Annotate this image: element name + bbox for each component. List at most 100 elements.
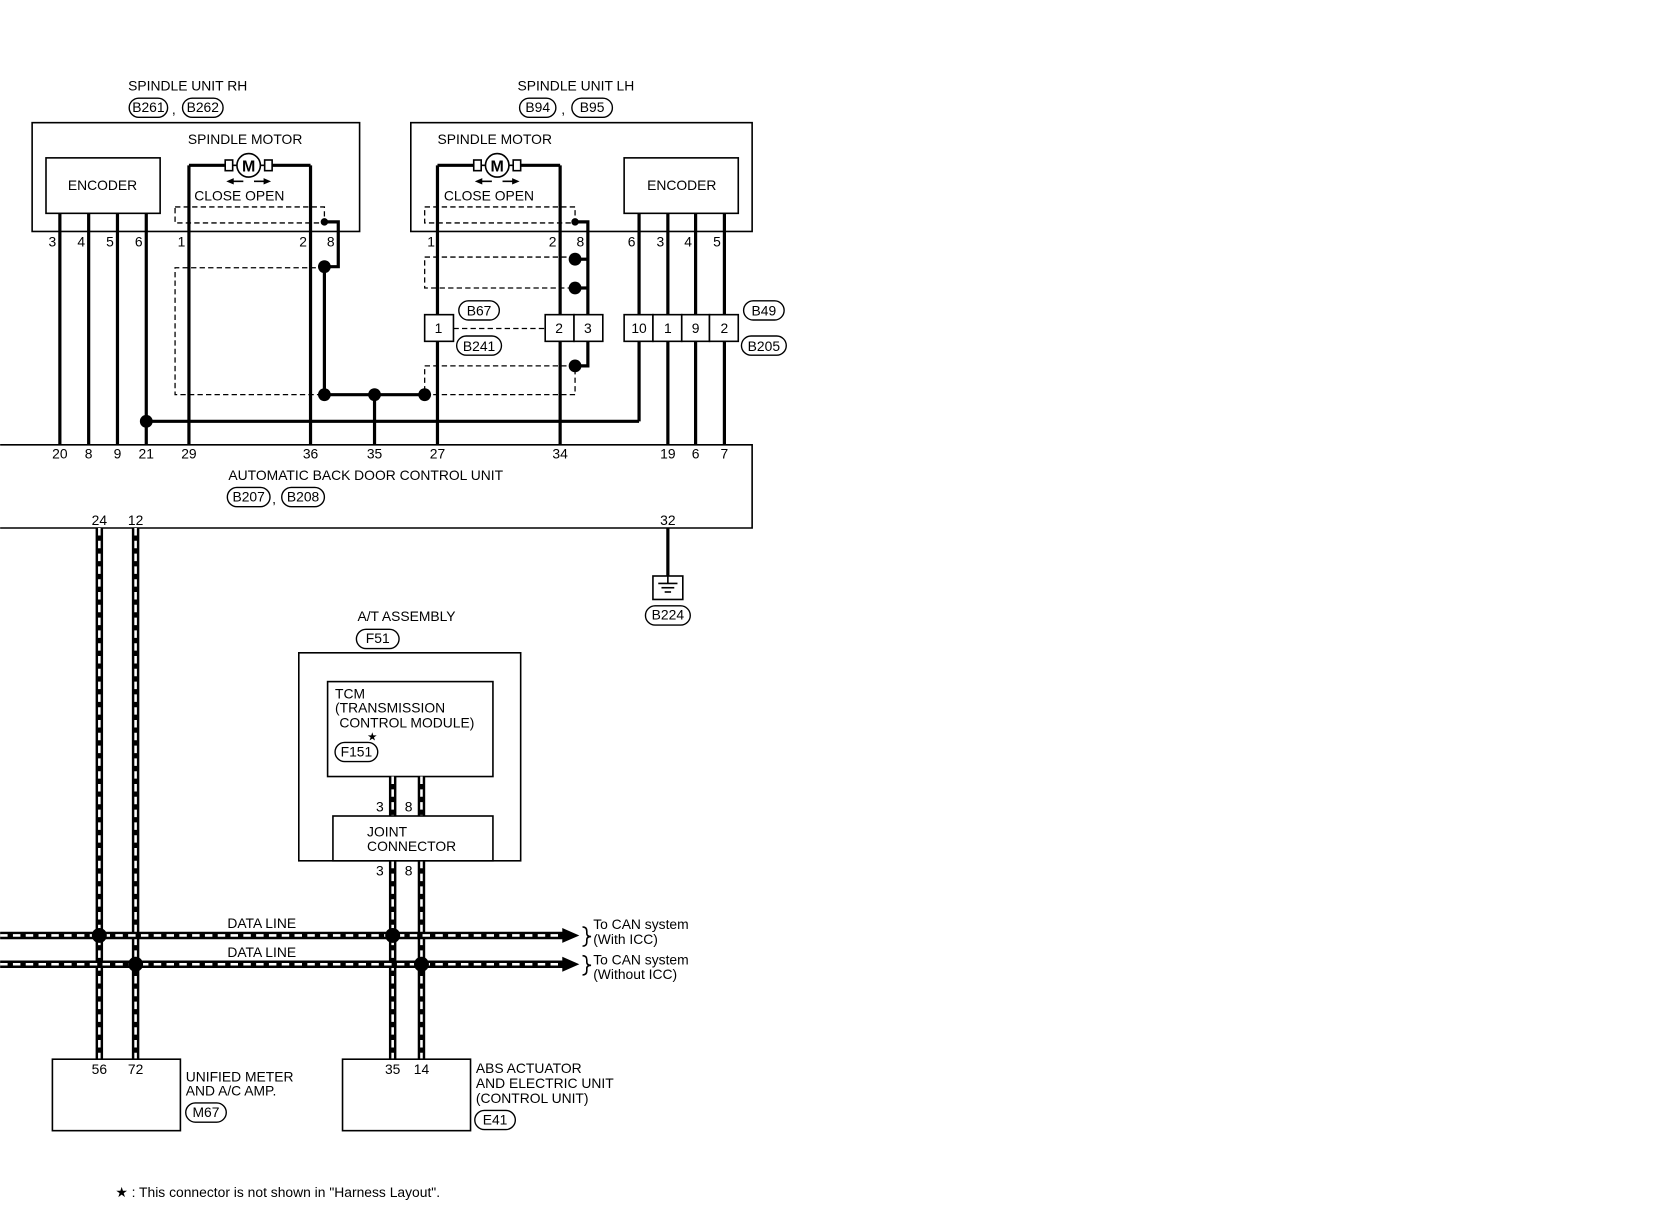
spindle-rh-wiring — [58, 165, 640, 445]
shield-outline — [424, 206, 576, 224]
arrow-right-icon — [512, 178, 520, 185]
pin-label: 6 — [135, 233, 143, 249]
wire — [575, 220, 590, 315]
connector-oval — [128, 97, 169, 119]
pin-label: 6 — [692, 446, 700, 462]
can-destination-label: To CAN system — [593, 916, 689, 932]
shield-outline — [174, 206, 326, 224]
connector-oval — [742, 300, 785, 321]
footnote: ★ : This connector is not shown in "Harn… — [115, 1184, 440, 1200]
connector-id-b262: B262 — [187, 99, 220, 115]
can-destination-label: To CAN system — [593, 951, 689, 967]
pin-label: 3 — [376, 863, 384, 879]
motor-brush — [263, 159, 273, 172]
arrow-right-icon — [263, 178, 272, 185]
tcm-label: TCM — [335, 686, 365, 702]
spindle-unit-lh: SPINDLE UNIT LH B94 , B95 SPINDLE MOTOR … — [410, 78, 753, 249]
encoder-lh-label: ENCODER — [647, 177, 716, 193]
spindle-unit-rh-box — [31, 121, 361, 233]
pin-label: 5 — [713, 233, 721, 249]
arrow-right-icon — [562, 928, 580, 943]
pin-label: 8 — [577, 233, 585, 249]
pin-label: 24 — [92, 512, 108, 528]
motor-icon — [236, 152, 262, 178]
pin-label: 56 — [92, 1061, 108, 1077]
pin-label: 3 — [376, 799, 384, 815]
data-line-label: DATA LINE — [227, 944, 296, 960]
pin-label: 12 — [128, 512, 144, 528]
connector-b49-b205: 10 1 9 2 B49 B205 — [623, 300, 787, 356]
ground: B224 — [644, 528, 691, 626]
encoder-rh-label: ENCODER — [68, 177, 137, 193]
at-assembly-title: A/T ASSEMBLY — [357, 608, 455, 624]
abs-actuator: 35 14 ABS ACTUATOR AND ELECTRIC UNIT (CO… — [341, 1058, 614, 1132]
joint-connector-box — [332, 815, 494, 862]
joint-connector-label: JOINT — [367, 823, 408, 839]
pin-label: 6 — [628, 233, 636, 249]
pin-label: 3 — [657, 233, 665, 249]
connector-oval — [740, 335, 787, 356]
separator-comma: , — [561, 101, 565, 117]
connector-oval — [571, 97, 614, 119]
splice-dot — [414, 956, 429, 972]
connector-oval — [644, 605, 691, 626]
separator-comma: , — [172, 101, 176, 117]
splice-dot — [568, 252, 582, 266]
splice-dot — [128, 956, 144, 972]
pin-label: 19 — [660, 446, 676, 462]
pin-label: 4 — [77, 233, 85, 249]
abs-actuator-label: ABS ACTUATOR — [476, 1060, 582, 1076]
connector-oval — [455, 335, 503, 356]
terminal-label: 2 — [555, 320, 563, 336]
at-assembly: A/T ASSEMBLY F51 TCM (TRANSMISSION CONTR… — [298, 608, 522, 862]
connector-id-f151: F151 — [341, 743, 373, 759]
pin-label: 1 — [427, 233, 435, 249]
pin-label: 29 — [181, 446, 197, 462]
pin-label: 32 — [660, 512, 676, 528]
connector-oval — [281, 486, 326, 508]
data-line-label: DATA LINE — [227, 915, 296, 931]
arrow-right-icon — [562, 956, 580, 972]
arrow-left-icon — [226, 178, 234, 185]
splice-dot — [318, 260, 331, 274]
connector-id-b261: B261 — [132, 99, 165, 115]
connector-id-b94: B94 — [525, 99, 550, 115]
connector-oval — [474, 1109, 517, 1131]
connector-oval — [226, 486, 271, 508]
pin-label: 21 — [139, 446, 155, 462]
pin-label: 8 — [85, 446, 93, 462]
motor-symbol: M — [491, 159, 504, 176]
pin-label: 8 — [327, 233, 335, 249]
abs-actuator-label: (CONTROL UNIT) — [476, 1090, 589, 1106]
connector-oval — [458, 300, 501, 321]
connector-id-b67: B67 — [467, 303, 492, 319]
splice-dot — [139, 414, 153, 428]
joint-connector: JOINT CONNECTOR 3 8 — [332, 815, 494, 879]
splice-dot — [568, 281, 582, 295]
unified-meter-label: UNIFIED METER — [186, 1069, 294, 1085]
pin-label: 35 — [367, 446, 383, 462]
spindle-unit-rh: SPINDLE UNIT RH B261 , B262 SPINDLE MOTO… — [31, 78, 361, 249]
connector-oval — [181, 97, 224, 119]
connector-id-b241: B241 — [463, 338, 496, 354]
unified-meter-label: AND A/C AMP. — [186, 1082, 277, 1098]
encoder-rh-box — [45, 157, 161, 215]
pin-label: 2 — [549, 233, 557, 249]
splice-dot — [568, 359, 582, 373]
pin-label: 5 — [106, 233, 114, 249]
connector-id-b205: B205 — [748, 338, 781, 354]
tcm-label: (TRANSMISSION — [335, 700, 445, 716]
connector-id-b224: B224 — [652, 607, 685, 623]
motor-brush — [224, 159, 234, 172]
pin-label: 36 — [303, 446, 319, 462]
arrow-left-icon — [474, 178, 483, 185]
pin-label: 4 — [684, 233, 692, 249]
connector-id-b49: B49 — [752, 303, 777, 319]
spindle-unit-lh-box — [410, 121, 753, 233]
splice-dot — [368, 388, 381, 402]
pin-label: 8 — [405, 863, 413, 879]
pin-label: 27 — [430, 446, 446, 462]
pin-label: 8 — [405, 799, 413, 815]
connector-id-f51: F51 — [366, 630, 390, 646]
spindle-motor-label: SPINDLE MOTOR — [437, 131, 552, 147]
